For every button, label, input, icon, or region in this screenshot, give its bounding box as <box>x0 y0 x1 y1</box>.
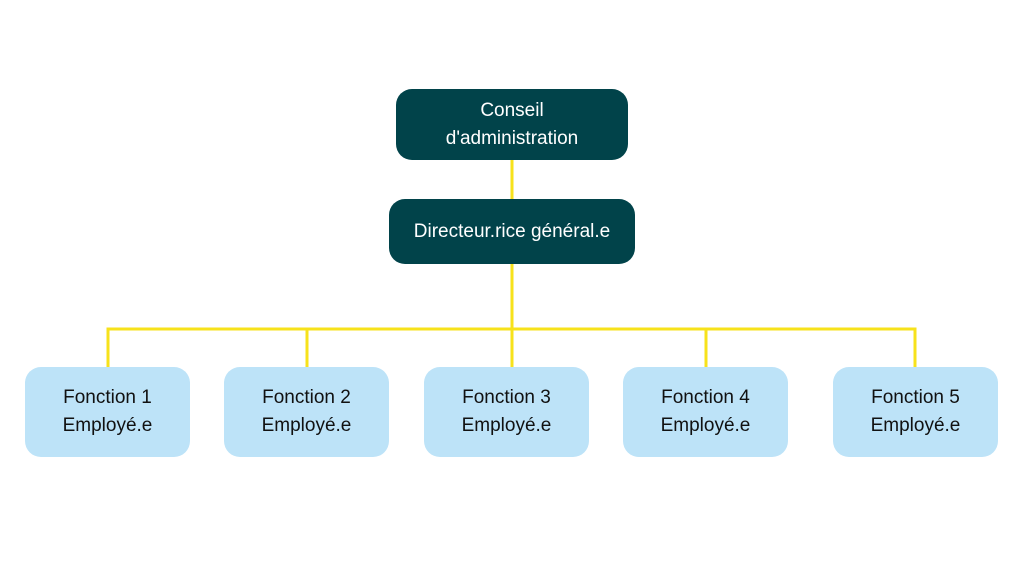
function-role: Employé.e <box>660 415 751 436</box>
function-title: Fonction 5 <box>871 387 960 408</box>
function-role: Employé.e <box>261 415 352 436</box>
function-role: Employé.e <box>62 415 153 436</box>
board-node: Conseil d'administration <box>396 89 628 160</box>
function-node-1: Fonction 1 Employé.e <box>25 367 190 457</box>
function-title: Fonction 2 <box>262 387 351 408</box>
function-title: Fonction 4 <box>661 387 750 408</box>
director-node: Directeur.rice général.e <box>389 199 635 264</box>
function-node-5: Fonction 5 Employé.e <box>833 367 998 457</box>
function-title: Fonction 1 <box>63 387 152 408</box>
director-label: Directeur.rice général.e <box>413 220 611 242</box>
board-label-line1: Conseil <box>480 99 544 121</box>
function-node-4: Fonction 4 Employé.e <box>623 367 788 457</box>
function-node-3: Fonction 3 Employé.e <box>424 367 589 457</box>
board-label-line2: d'administration <box>445 127 579 149</box>
function-role: Employé.e <box>870 415 961 436</box>
function-node-2: Fonction 2 Employé.e <box>224 367 389 457</box>
function-title: Fonction 3 <box>462 387 551 408</box>
function-role: Employé.e <box>461 415 552 436</box>
